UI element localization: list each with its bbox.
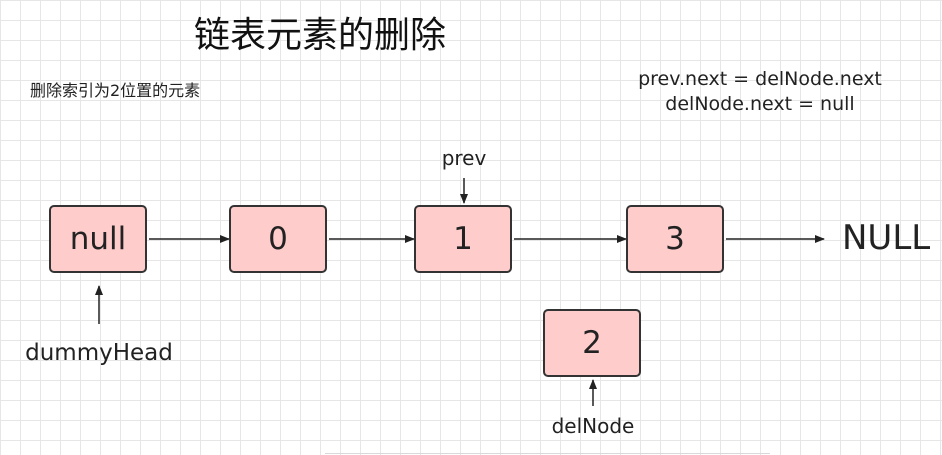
node-2-deleted: 2 [543,309,641,377]
code-line-1: prev.next = delNode.next [638,68,882,90]
label-del-node: delNode [551,414,635,438]
code-line-2: delNode.next = null [665,93,855,115]
node-3: 3 [626,205,724,273]
code-annotation: prev.next = delNode.next delNode.next = … [600,67,920,117]
node-dummy-head: null [49,205,147,273]
label-dummy-head: dummyHead [25,340,173,366]
node-1: 1 [414,205,512,273]
label-list-end: NULL [842,218,931,258]
bottom-divider [325,453,770,454]
node-0: 0 [229,205,327,273]
diagram-subtitle: 删除索引为2位置的元素 [30,81,201,100]
diagram-title: 链表元素的删除 [193,15,446,56]
label-prev: prev [441,146,487,170]
